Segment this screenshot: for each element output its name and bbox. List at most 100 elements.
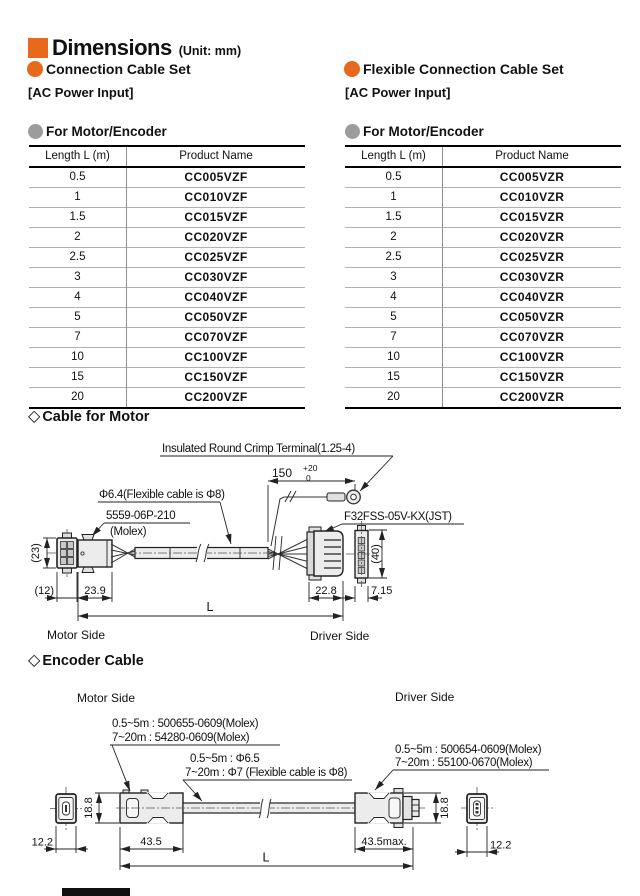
page-header: Dimensions (Unit: mm) xyxy=(28,35,241,61)
product-cell: CC020VZR xyxy=(442,227,621,248)
svg-text:18.8: 18.8 xyxy=(439,797,451,818)
encoder-motor-connector xyxy=(119,789,184,824)
svg-text:7~20m : 55100-0670(Molex): 7~20m : 55100-0670(Molex) xyxy=(395,757,533,769)
svg-text:7.15: 7.15 xyxy=(371,585,392,597)
dimension-715: 7.15 xyxy=(343,585,392,602)
motor-cable-tube xyxy=(128,543,275,563)
product-cell: CC030VZR xyxy=(442,267,621,288)
orange-circle-icon xyxy=(344,61,360,77)
svg-text:Φ6.4(Flexible cable is Φ8): Φ6.4(Flexible cable is Φ8) xyxy=(99,489,225,501)
product-cell: CC010VZR xyxy=(442,187,621,208)
svg-text:Insulated Round Crimp Terminal: Insulated Round Crimp Terminal(1.25-4) xyxy=(162,443,355,455)
subheading-for-motor-encoder: For Motor/Encoder xyxy=(28,124,167,139)
length-cell: 0.5 xyxy=(345,167,443,188)
page-title: Dimensions xyxy=(52,35,172,60)
column-header-product: Product Name xyxy=(442,146,621,168)
length-cell: 20 xyxy=(345,387,443,408)
dimension-L: L xyxy=(78,600,343,619)
diamond-icon: ◇ xyxy=(28,652,41,669)
encoder-cable-diameter-label: 0.5~5m : Φ6.5 7~20m : Φ7 (Flexible cable… xyxy=(182,753,352,802)
length-cell: 2 xyxy=(29,227,127,248)
dimension-122-right: 12.2 xyxy=(455,826,511,857)
length-cell: 2 xyxy=(345,227,443,248)
svg-text:12.2: 12.2 xyxy=(32,837,53,849)
svg-text:(Molex): (Molex) xyxy=(110,526,147,538)
length-cell: 3 xyxy=(345,267,443,288)
length-cell: 20 xyxy=(29,387,127,408)
length-cell: 10 xyxy=(29,347,127,368)
svg-text:0.5~5m : Φ6.5: 0.5~5m : Φ6.5 xyxy=(190,753,260,765)
set-title: Connection Cable Set xyxy=(46,61,191,77)
length-cell: 15 xyxy=(29,367,127,388)
section-flexible-connection-cable-set: Flexible Connection Cable Set xyxy=(344,61,564,77)
encoder-motor-end-view xyxy=(50,787,82,830)
svg-text:7~20m : 54280-0609(Molex): 7~20m : 54280-0609(Molex) xyxy=(112,732,250,744)
motor-cable-diagram: Insulated Round Crimp Terminal(1.25-4) 1… xyxy=(30,443,464,643)
product-cell: CC020VZF xyxy=(126,227,305,248)
table-header-row: Length L (m) Product Name xyxy=(29,146,305,168)
ground-wire xyxy=(270,489,361,547)
product-cell: CC015VZF xyxy=(126,207,305,228)
svg-text:22.8: 22.8 xyxy=(315,585,336,597)
section-heading-label: Encoder Cable xyxy=(42,653,144,669)
page-footer-bar xyxy=(62,888,130,896)
orange-square-icon xyxy=(28,38,48,58)
dimension-239: 23.9 xyxy=(77,572,113,621)
product-cell: CC070VZR xyxy=(442,327,621,348)
motor-wires xyxy=(110,543,136,564)
column-header-length: Length L (m) xyxy=(29,146,127,168)
length-cell: 10 xyxy=(345,347,443,368)
power-input-note: [AC Power Input] xyxy=(28,85,134,100)
dimension-188-right: 18.8 xyxy=(404,792,451,824)
length-cell: 0.5 xyxy=(29,167,127,188)
svg-text:F32FSS-05V-KX(JST): F32FSS-05V-KX(JST) xyxy=(344,511,452,523)
svg-text:0: 0 xyxy=(306,473,311,483)
svg-text:L: L xyxy=(263,851,270,865)
svg-text:7~20m : Φ7 (Flexible cable is: 7~20m : Φ7 (Flexible cable is Φ8) xyxy=(185,767,348,779)
product-cell: CC030VZF xyxy=(126,267,305,288)
encoder-driver-connector-label: 0.5~5m : 500654-0609(Molex) 7~20m : 5510… xyxy=(374,744,549,791)
length-cell: 5 xyxy=(345,307,443,328)
section-connection-cable-set: Connection Cable Set xyxy=(27,61,191,77)
length-cell: 4 xyxy=(345,287,443,308)
product-cell: CC040VZF xyxy=(126,287,305,308)
table-header-row: Length L (m) Product Name xyxy=(345,146,621,168)
svg-text:(23): (23) xyxy=(30,543,42,563)
dimension-435: 43.5 xyxy=(119,817,184,870)
motor-connector-label: 5559-06P-210 (Molex) xyxy=(91,510,190,538)
subheading-label: For Motor/Encoder xyxy=(363,124,484,139)
section-heading-encoder-cable: ◇ Encoder Cable xyxy=(28,652,144,670)
motor-side-label: Motor Side xyxy=(77,691,135,705)
dimension-23: (23) xyxy=(30,537,56,569)
encoder-driver-end-view xyxy=(461,787,493,830)
column-header-length: Length L (m) xyxy=(345,146,443,168)
product-cell: CC025VZF xyxy=(126,247,305,268)
svg-text:150: 150 xyxy=(272,466,292,480)
dimension-12: (12) xyxy=(34,572,89,602)
product-cell: CC200VZF xyxy=(126,387,305,408)
subheading-label: For Motor/Encoder xyxy=(46,124,167,139)
subheading-for-motor-encoder: For Motor/Encoder xyxy=(345,124,484,139)
product-cell: CC100VZR xyxy=(442,347,621,368)
section-heading-cable-for-motor: ◇ Cable for Motor xyxy=(28,409,149,426)
svg-text:(12): (12) xyxy=(34,585,54,597)
svg-text:43.5: 43.5 xyxy=(140,836,161,848)
dimension-122-left: 12.2 xyxy=(32,826,88,853)
cable-diameter-label: Φ6.4(Flexible cable is Φ8) xyxy=(98,489,232,545)
motor-side-label: Motor Side xyxy=(47,628,105,642)
product-cell: CC070VZF xyxy=(126,327,305,348)
length-cell: 2.5 xyxy=(29,247,127,268)
